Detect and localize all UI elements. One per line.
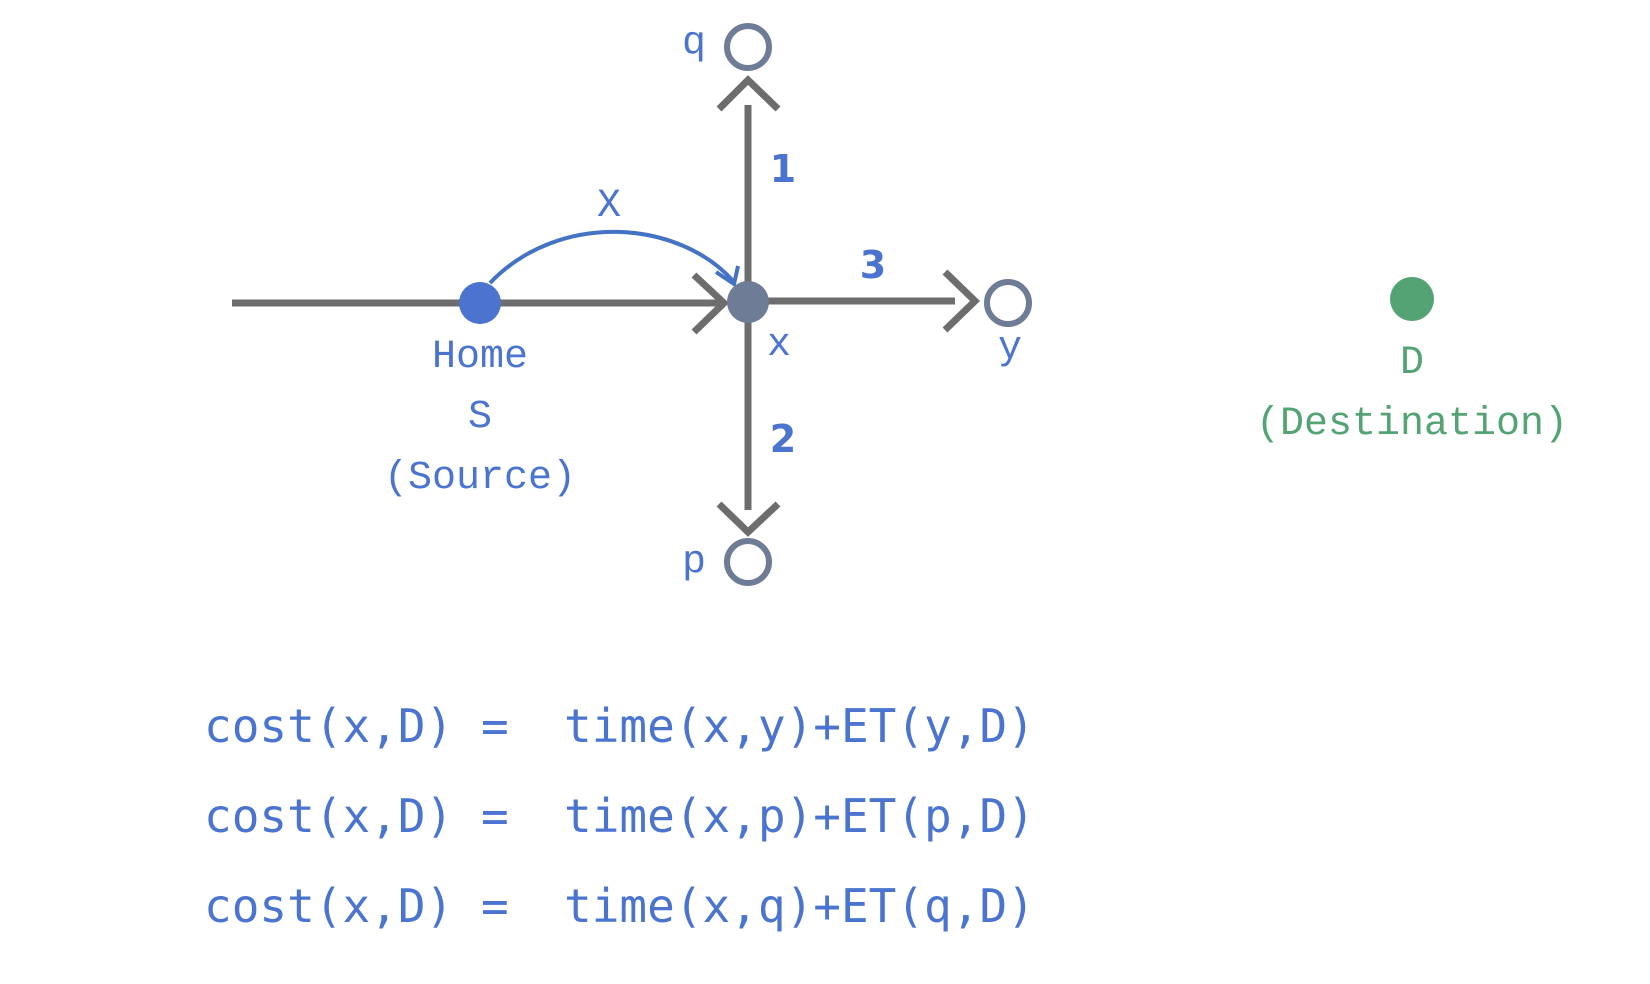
- y-label: y: [998, 326, 1022, 371]
- x-label: x: [767, 323, 791, 368]
- arc-arrowhead: [714, 265, 740, 288]
- weight-label-3: 3: [860, 243, 886, 287]
- home-label-line-2: S: [468, 395, 492, 440]
- destination-node: [1390, 277, 1434, 321]
- q-label: q: [682, 21, 706, 66]
- arrowhead-x-to-y: [942, 269, 981, 333]
- arrowhead-x-to-q: [716, 75, 781, 112]
- arc-label: X: [597, 184, 621, 229]
- y-node: [984, 279, 1032, 327]
- equation-3: cost(x,D) = time(x,q)+ET(q,D): [204, 879, 1035, 933]
- destination-label-line-1: D: [1400, 341, 1424, 386]
- arc-home-to-x: [488, 229, 736, 285]
- q-node: [724, 23, 772, 71]
- home-label-line-3: (Source): [384, 456, 576, 501]
- p-label: p: [682, 540, 706, 585]
- weight-label-2: 2: [770, 417, 796, 461]
- p-node: [724, 538, 772, 586]
- home-label-line-1: Home: [432, 335, 528, 380]
- equation-1: cost(x,D) = time(x,y)+ET(y,D): [204, 699, 1035, 753]
- destination-label-line-2: (Destination): [1256, 402, 1568, 447]
- arrowhead-x-to-p: [716, 501, 781, 537]
- home-node: [459, 282, 501, 324]
- arrowhead-home-to-x: [691, 272, 730, 335]
- weight-label-1: 1: [770, 147, 796, 191]
- x-node: [727, 281, 769, 323]
- equation-2: cost(x,D) = time(x,p)+ET(p,D): [204, 789, 1035, 843]
